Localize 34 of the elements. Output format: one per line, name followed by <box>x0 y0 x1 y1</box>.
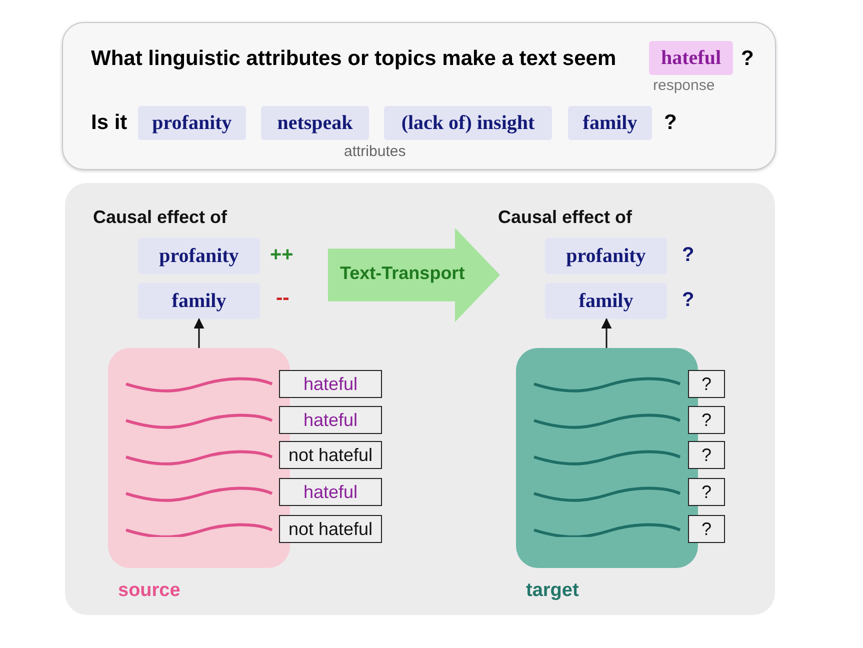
method-label: Text-Transport <box>340 263 465 284</box>
role-label: response <box>653 77 715 94</box>
label-box: not hateful <box>279 515 382 543</box>
question-mark: ? <box>741 47 754 71</box>
label-box: not hateful <box>279 441 382 469</box>
question-text: Is it <box>91 111 128 135</box>
label-box: ? <box>688 478 725 506</box>
arrow <box>194 318 204 348</box>
label-box: ? <box>688 370 725 398</box>
attribute-chip: family <box>568 106 652 140</box>
effect-sign: ++ <box>270 244 294 267</box>
attribute-chip: netspeak <box>261 106 369 140</box>
label-box: ? <box>688 406 725 434</box>
arrow <box>601 318 612 348</box>
block-arrow <box>328 228 500 322</box>
label-box: hateful <box>279 406 382 434</box>
label-box: ? <box>688 441 725 469</box>
label-box: hateful <box>279 478 382 506</box>
unknown-effect: ? <box>682 244 694 267</box>
corpus-label: target <box>526 580 579 602</box>
section-heading: Causal effect of <box>498 207 632 228</box>
attribute-chip: profanity <box>138 106 246 140</box>
group-label: attributes <box>344 143 406 160</box>
label-box: ? <box>688 515 725 543</box>
diagram-panel <box>65 183 775 615</box>
unknown-effect: ? <box>682 289 694 312</box>
label-box: hateful <box>279 370 382 398</box>
attribute-chip: (lack of) insight <box>384 106 552 140</box>
question-text: What linguistic attributes or topics make a text seem <box>91 47 616 71</box>
question-panel <box>62 22 776 170</box>
section-heading: Causal effect of <box>93 207 228 228</box>
corpus-label: source <box>118 580 180 602</box>
question-mark: ? <box>664 111 677 135</box>
effect-sign: -- <box>276 287 290 310</box>
